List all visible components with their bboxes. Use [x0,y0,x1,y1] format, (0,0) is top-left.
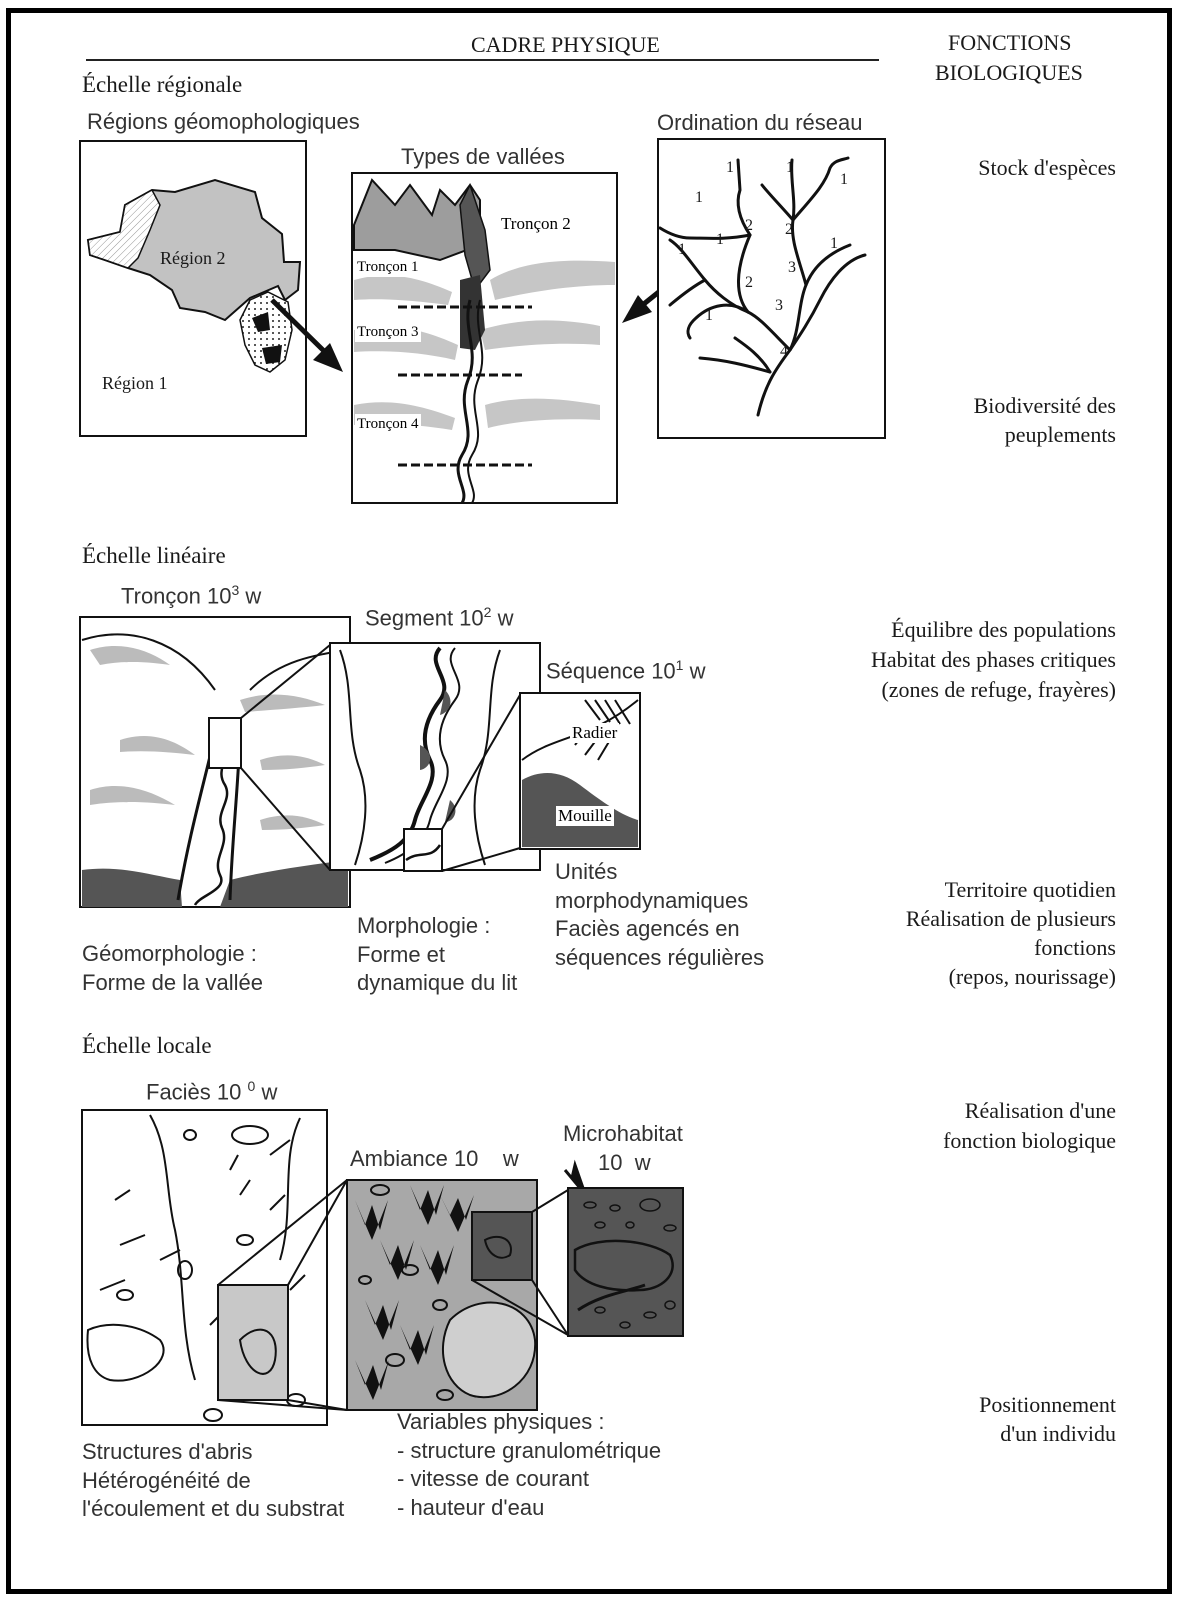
bio-habitat: Habitat des phases critiques [871,649,1116,671]
bio-biodiversite-line1: Biodiversité des [974,395,1116,417]
bio-realisation-plusieurs: Réalisation de plusieurs [906,908,1116,930]
troncon3-label: Tronçon 3 [355,322,421,342]
variables-caption: Variables physiques : - structure granul… [397,1408,661,1522]
bio-biodiversite-line2: peuplements [1005,424,1116,446]
linear-troncon-drawing [80,617,350,907]
bio-zones-refuge: (zones de refuge, frayères) [881,679,1116,701]
geomorphologie-caption: Géomorphologie :Forme de la vallée [82,940,263,997]
order-label: 1 [705,308,713,324]
order-label: 1 [726,160,734,176]
order-label: 2 [745,275,753,291]
order-label: 4 [780,344,788,360]
order-label: 1 [678,242,686,258]
ambiance-scale-label: Ambiance 10 w [350,1148,519,1170]
troncon-scale-label: Tronçon 103 w [121,583,261,607]
radier-label: Radier [570,723,619,743]
region2-label: Région 2 [160,249,226,267]
unites-caption: UnitésmorphodynamiquesFaciès agencés ens… [555,858,764,972]
bio-territoire: Territoire quotidien [945,879,1116,901]
region1-label: Région 1 [102,374,168,392]
local-microhabitat-drawing [565,1165,683,1336]
segment-scale-label: Segment 102 w [365,605,513,629]
morphologie-caption: Morphologie :Forme etdynamique du lit [357,912,517,998]
bio-fonction-biologique: fonction biologique [943,1130,1116,1152]
mouille-label: Mouille [556,806,614,826]
order-label: 1 [695,190,703,206]
structures-caption: Structures d'abrisHétérogénéité del'écou… [82,1438,344,1524]
troncon4-label: Tronçon 4 [355,414,421,434]
troncon1-label: Tronçon 1 [355,257,421,277]
bio-realisation-une: Réalisation d'une [965,1100,1116,1122]
microhabitat-label-line2: 10 w [598,1152,651,1174]
order-label: 2 [745,218,753,234]
order-label: 1 [786,160,794,176]
order-label: 2 [785,222,793,238]
linear-title: Échelle linéaire [82,544,226,567]
sequence-scale-label: Séquence 101 w [546,658,705,682]
bio-equilibre: Équilibre des populations [891,619,1116,641]
valleys-title: Types de vallées [401,146,565,168]
stream-network [658,139,885,438]
troncon2-label: Tronçon 2 [499,214,573,234]
bio-repos: (repos, nourissage) [949,966,1116,988]
bio-stock-especes: Stock d'espèces [978,157,1116,179]
order-label: 3 [788,260,796,276]
microhabitat-label-line1: Microhabitat [563,1123,683,1145]
local-title: Échelle locale [82,1034,212,1057]
facies-zoom-box [218,1285,288,1400]
bio-fonctions: fonctions [1034,937,1116,959]
order-label: 1 [830,236,838,252]
bio-positionnement: Positionnement [979,1394,1116,1416]
order-label: 3 [775,298,783,314]
regions-title: Régions géomophologiques [87,111,360,133]
regional-title: Échelle régionale [82,73,242,96]
network-title: Ordination du réseau [657,112,862,134]
local-ambiance-drawing [347,1180,537,1410]
order-label: 1 [840,172,848,188]
bio-individu: d'un individu [1000,1423,1116,1445]
local-facies-drawing [82,1110,327,1425]
linear-segment-drawing [330,643,540,871]
order-label: 1 [716,232,724,248]
facies-scale-label: Faciès 10 0 w [146,1079,277,1103]
